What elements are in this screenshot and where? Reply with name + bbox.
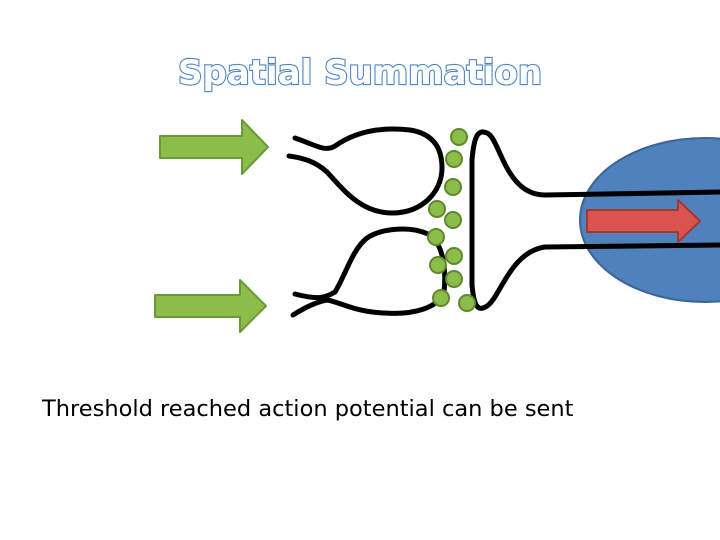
- neurotransmitter-dot: [445, 150, 463, 168]
- neurotransmitter-dot: [445, 247, 463, 265]
- right-arrow-icon: [159, 119, 269, 175]
- neurotransmitter-dot: [444, 178, 462, 196]
- neurotransmitter-dot: [450, 128, 468, 146]
- neurotransmitter-dot: [432, 289, 450, 307]
- neurotransmitter-dot: [445, 270, 463, 288]
- input-arrow-upper: [159, 119, 269, 175]
- neurotransmitter-dot: [429, 256, 447, 274]
- input-arrow-lower: [154, 279, 267, 333]
- right-arrow-icon: [586, 199, 701, 243]
- neurotransmitter-dot: [444, 211, 462, 229]
- caption-text: Threshold reached action potential can b…: [42, 396, 574, 422]
- postsynaptic-neuron-outline: [469, 129, 720, 311]
- neurotransmitter-dot: [427, 228, 445, 246]
- output-arrow: [586, 199, 701, 243]
- neurotransmitter-dot: [458, 294, 476, 312]
- presynaptic-terminal-upper: [286, 126, 445, 216]
- slide-title: Spatial Summation: [178, 53, 542, 93]
- presynaptic-terminal-lower: [290, 226, 448, 318]
- neurotransmitter-cluster: [427, 128, 476, 312]
- right-arrow-icon: [154, 279, 267, 333]
- neurotransmitter-dot: [428, 200, 446, 218]
